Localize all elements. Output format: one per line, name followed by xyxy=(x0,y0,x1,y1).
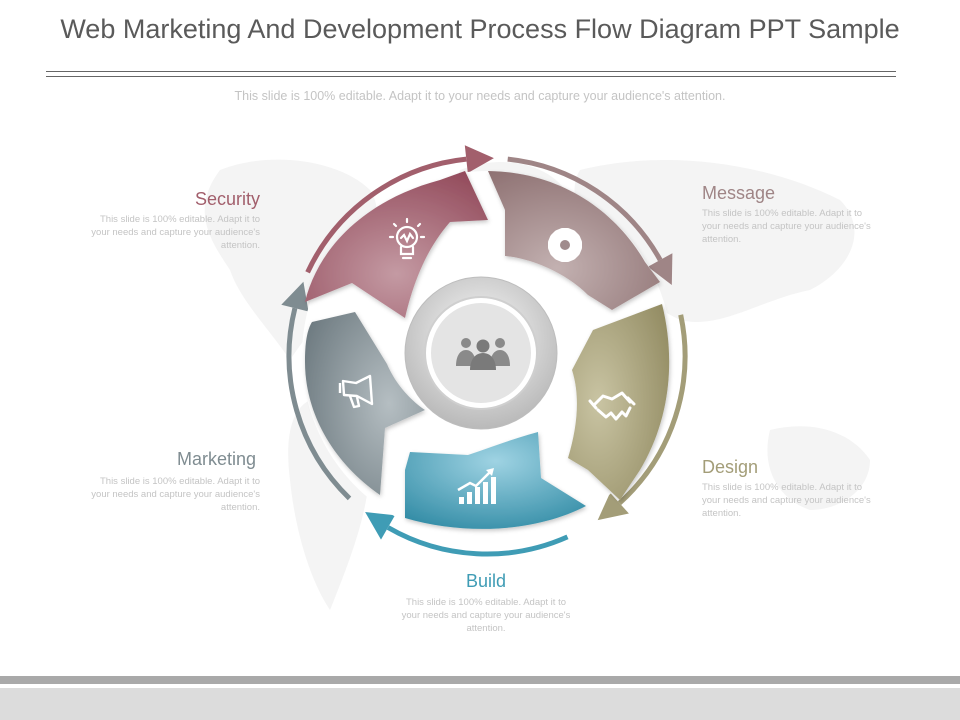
ring-arrowhead-security xyxy=(464,145,494,173)
label-design: Design xyxy=(702,457,759,477)
label-build: Build xyxy=(465,571,507,591)
segment-marketing xyxy=(305,312,425,495)
ring-arrowhead-marketing xyxy=(281,281,309,312)
ring-arc-marketing xyxy=(286,307,352,501)
ring-arc-message xyxy=(507,156,663,262)
footer-bar xyxy=(0,688,960,720)
ring-arc-design xyxy=(617,314,688,505)
desc-security: This slide is 100% editable. Adapt it to… xyxy=(91,214,260,251)
footer-bar-thin xyxy=(0,676,960,684)
label-message: Message xyxy=(702,183,776,203)
team-icon xyxy=(456,338,510,370)
ring-arrowhead-build xyxy=(365,512,395,540)
label-marketing: Marketing xyxy=(176,449,256,469)
handshake-icon xyxy=(588,391,636,421)
desc-design: This slide is 100% editable. Adapt it to… xyxy=(702,482,871,519)
ring-arrowhead-message xyxy=(647,253,673,285)
segment-design xyxy=(568,304,670,500)
slide-title: Web Marketing And Development Process Fl… xyxy=(60,14,900,44)
desc-message: This slide is 100% editable. Adapt it to… xyxy=(702,208,871,245)
gear-icon xyxy=(548,228,582,262)
label-security: Security xyxy=(194,189,260,209)
ring-arc-security xyxy=(305,156,467,274)
desc-marketing: This slide is 100% editable. Adapt it to… xyxy=(91,476,260,513)
ring-arc-build xyxy=(386,525,569,557)
ring-arrowhead-design xyxy=(597,492,629,521)
lightbulb-icon xyxy=(388,217,426,260)
growth-chart-icon xyxy=(457,468,496,504)
center-hub-core xyxy=(431,303,531,403)
title-rule-bottom xyxy=(46,76,896,77)
title-rule-top xyxy=(46,71,896,72)
slide-subtitle: This slide is 100% editable. Adapt it to… xyxy=(234,89,726,103)
desc-build: This slide is 100% editable. Adapt it to… xyxy=(401,597,571,634)
megaphone-icon xyxy=(338,374,374,409)
segment-security xyxy=(305,171,488,318)
